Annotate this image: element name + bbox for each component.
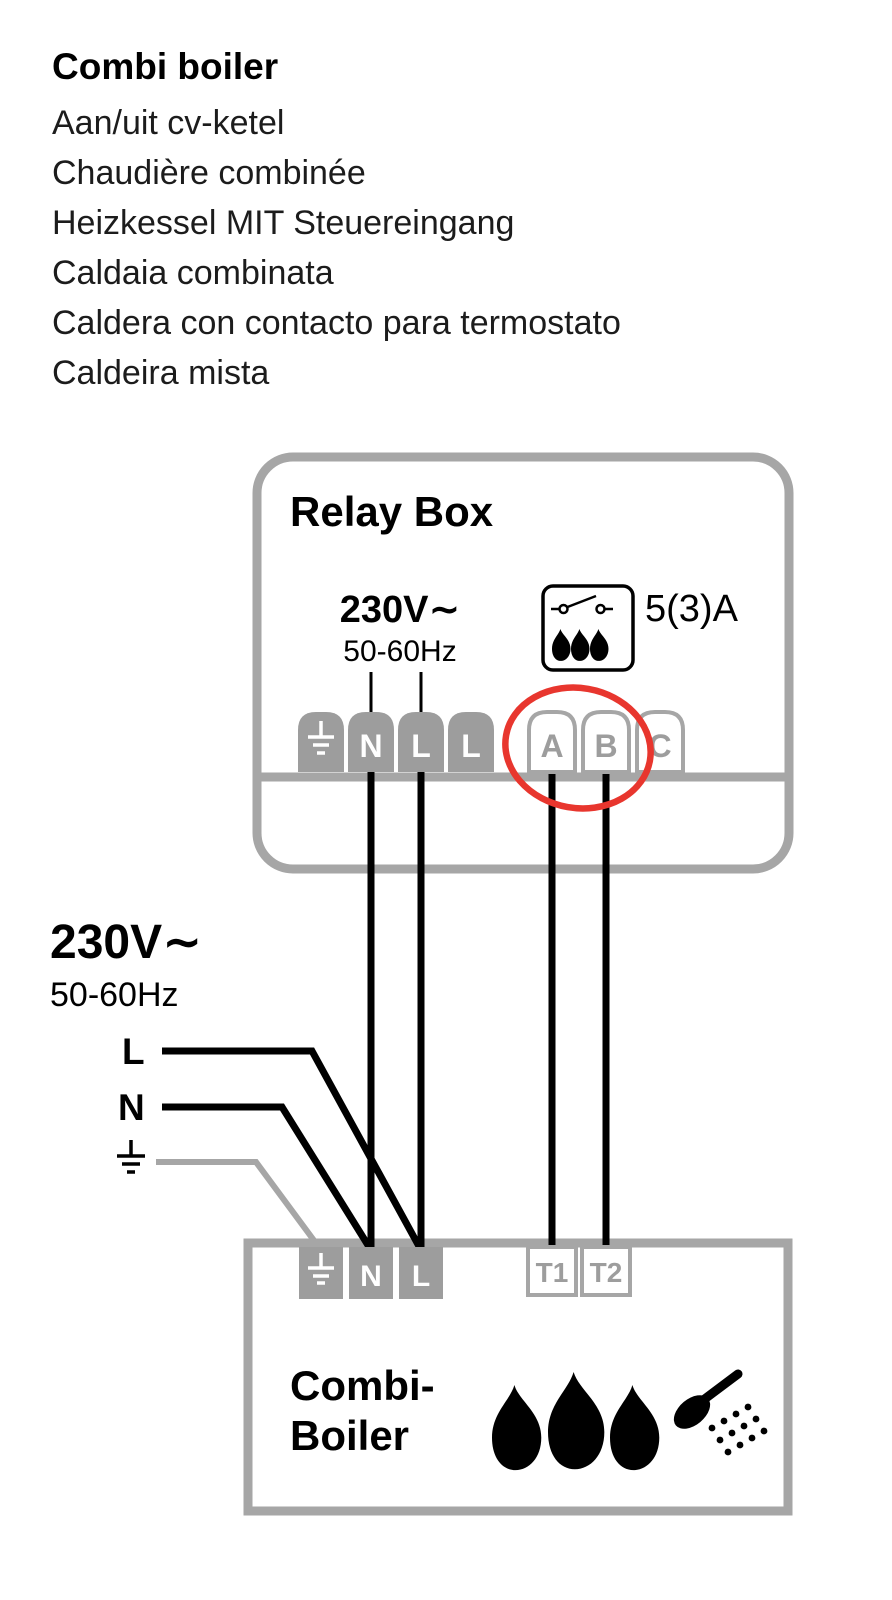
terminal-b: B: [581, 710, 631, 774]
relay-switch-icon: [551, 594, 613, 615]
page-title: Combi boiler: [52, 46, 279, 87]
terminal-label: C: [648, 728, 671, 764]
relay-rating-label: 5(3)A: [645, 588, 739, 630]
terminal-n: N: [348, 712, 394, 772]
terminal-ground: [298, 712, 344, 772]
earth-ground-icon: [308, 1253, 334, 1285]
boiler-terminal-l: L: [399, 1247, 443, 1299]
shower-icon: [673, 1369, 768, 1456]
terminal-label: N: [359, 728, 382, 764]
terminal-label: N: [360, 1260, 382, 1293]
terminal-t2: T2: [580, 1245, 632, 1297]
relay-box-title: Relay Box: [290, 488, 494, 535]
earth-ground-icon: [117, 1140, 145, 1174]
translation-line: Caldera con contacto para termostato: [52, 304, 621, 342]
mains-supply: 230V∼ 50-60Hz L N: [50, 916, 202, 1174]
terminal-a: A: [527, 710, 577, 774]
relay-frequency-label: 50-60Hz: [343, 635, 456, 668]
terminal-label: T2: [590, 1257, 623, 1288]
mains-live-label: L: [122, 1031, 145, 1072]
terminal-l1: L: [398, 712, 444, 772]
mains-frequency-label: 50-60Hz: [50, 976, 179, 1014]
terminal-label: L: [461, 728, 481, 764]
earth-ground-icon: [308, 721, 334, 755]
terminal-l2: L: [448, 712, 494, 772]
translation-line: Caldeira mista: [52, 354, 270, 392]
boiler-terminals: N L T1 T2: [299, 1245, 632, 1299]
boiler-title-line2: Boiler: [290, 1412, 409, 1459]
header: Combi boiler Aan/uit cv-ketel Chaudière …: [52, 44, 621, 398]
boiler-terminal-ground: [299, 1247, 343, 1299]
translation-line: Caldaia combinata: [52, 254, 334, 292]
mains-ground-wire: [156, 1159, 324, 1252]
mains-voltage-label: 230V∼: [50, 916, 202, 969]
terminal-label: B: [594, 728, 617, 764]
terminal-t1: T1: [526, 1245, 578, 1297]
boiler-content: Combi- Boiler: [290, 1362, 768, 1471]
terminal-label: A: [540, 728, 563, 764]
ab-highlight-ellipse: [502, 684, 654, 812]
mains-live-wire: [162, 1047, 425, 1252]
relay-box: Relay Box 230V∼ 50-60Hz: [252, 452, 794, 874]
relay-voltage-label: 230V∼: [340, 589, 461, 631]
boiler-terminal-n: N: [349, 1247, 393, 1299]
mains-neutral-label: N: [118, 1087, 145, 1128]
terminal-label: L: [411, 728, 431, 764]
boiler-title-line1: Combi-: [290, 1362, 435, 1409]
terminal-label: T1: [536, 1257, 569, 1288]
translation-line: Chaudière combinée: [52, 154, 366, 192]
mains-neutral-wire: [162, 1103, 374, 1252]
translation-line: Aan/uit cv-ketel: [52, 104, 285, 142]
terminal-label: L: [412, 1260, 430, 1293]
translation-line: Heizkessel MIT Steuereingang: [52, 204, 515, 242]
relay-terminals: N L L A B C: [298, 710, 685, 774]
relay-contact-icon: [541, 584, 635, 672]
